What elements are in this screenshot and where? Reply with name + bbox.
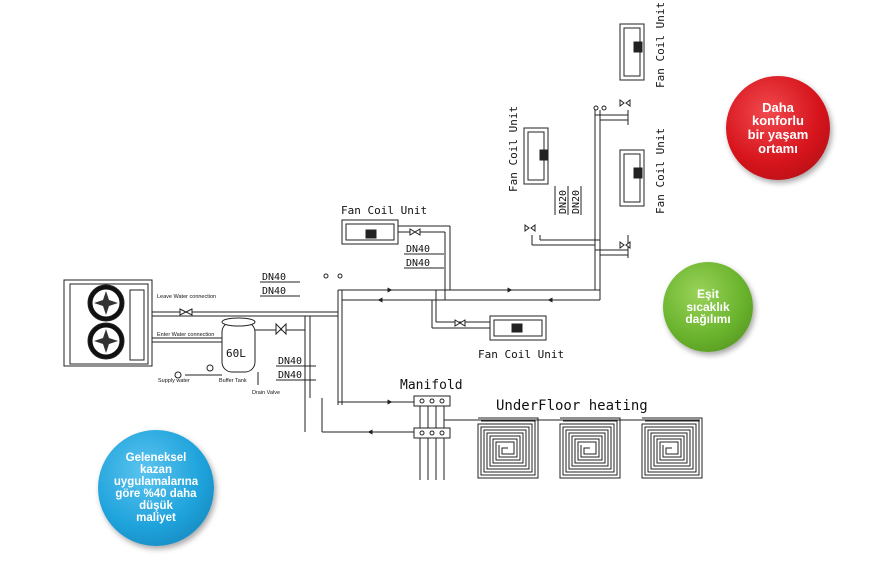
- underfloor-coil-2: [559, 417, 621, 479]
- heat-pump-unit: [63, 279, 153, 367]
- pipework: [152, 110, 700, 480]
- dn40-label-5: DN40: [406, 244, 430, 255]
- underfloor-coil-3: [641, 417, 703, 479]
- buffer-tank-label: Buffer Tank: [219, 378, 247, 384]
- flow-arrows: [367, 287, 560, 435]
- manifold-label: Manifold: [400, 378, 463, 393]
- red-bubble: Daha konforlu bir yaşam ortamı: [726, 76, 830, 180]
- dn40-label-2: DN40: [262, 286, 286, 297]
- fan-coil-upper-right-label: Fan Coil Unit: [654, 2, 667, 88]
- fan-coil-right: [619, 149, 645, 207]
- green-bubble-line-2: sıcaklık: [686, 299, 730, 314]
- green-bubble-line-3: dağılımı: [685, 312, 731, 327]
- blue-bubble-line-3: uygulamalarına: [113, 475, 199, 488]
- dn40-label-3: DN40: [278, 356, 302, 367]
- dn20-label-1: DN20: [558, 190, 569, 214]
- blue-bubble: Geleneksel kazan uygulamalarına göre %40…: [98, 430, 214, 546]
- dn40-label-4: DN40: [278, 370, 302, 381]
- enter-water-label: Enter Water connection: [157, 332, 214, 338]
- blue-bubble-line-4: göre %40 daha: [115, 488, 197, 500]
- fan-coil-middle: [523, 127, 549, 185]
- fan-coil-right-label: Fan Coil Unit: [654, 128, 667, 214]
- underfloor-coil-inner-3: [644, 420, 700, 476]
- fan-coil-top: [341, 219, 399, 245]
- fan-coil-top-label: Fan Coil Unit: [341, 204, 427, 217]
- leave-water-label: Leave Water connection: [157, 294, 216, 300]
- red-bubble-line-1: Daha: [762, 99, 794, 115]
- manifold: [413, 395, 451, 439]
- dn40-label-1: DN40: [262, 272, 286, 283]
- underfloor-coils: [477, 417, 703, 479]
- blue-bubble-line-6: maliyet: [136, 512, 176, 525]
- tank-label: 60L: [226, 347, 246, 360]
- drain-valve-label: Drain Valve: [252, 390, 280, 396]
- blue-bubble-line-5: düşük: [139, 500, 173, 513]
- fan-coil-lower-label: Fan Coil Unit: [478, 348, 564, 361]
- red-bubble-line-3: bir yaşam: [747, 127, 809, 142]
- red-bubble-line-2: konforlu: [751, 113, 804, 129]
- underfloor-coil-inner-1: [480, 420, 536, 476]
- green-bubble-line-1: Eşit: [696, 287, 719, 302]
- fan-coil-lower: [489, 315, 547, 341]
- blue-bubble-line-2: kazan: [140, 463, 172, 476]
- red-bubble-line-4: ortamı: [758, 140, 798, 156]
- underfloor-label: UnderFloor heating: [496, 398, 648, 414]
- underfloor-coil-1: [477, 417, 539, 479]
- blue-bubble-line-1: Geleneksel: [125, 451, 187, 464]
- dn40-label-6: DN40: [406, 258, 430, 269]
- supply-water-label: Supply water: [158, 378, 190, 384]
- underfloor-coil-inner-2: [562, 420, 618, 476]
- fan-coil-upper-right: [619, 23, 645, 81]
- dn20-label-2: DN20: [571, 190, 582, 214]
- green-bubble: Eşit sıcaklık dağılımı: [663, 262, 753, 352]
- fan-coil-middle-label: Fan Coil Unit: [507, 106, 520, 192]
- valves: [174, 99, 631, 379]
- buffer-tank: [221, 317, 259, 385]
